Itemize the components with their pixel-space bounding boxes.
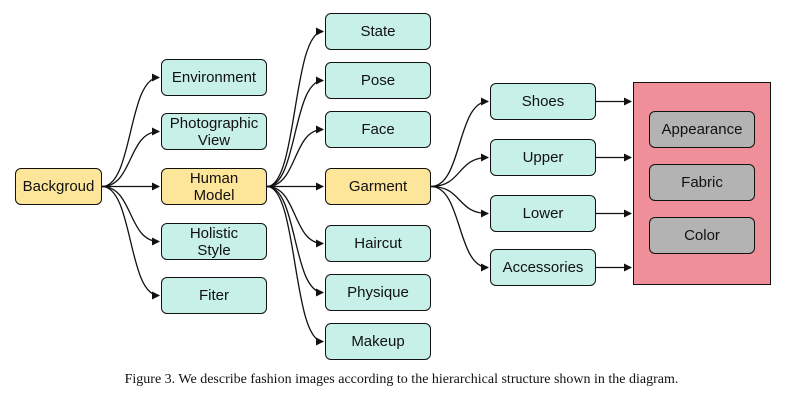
node-color: Color: [649, 217, 755, 254]
node-pose: Pose: [325, 62, 431, 99]
edge-garment-to-accessories: [430, 185, 489, 272]
node-filter: Fiter: [161, 277, 267, 314]
node-haircut: Haircut: [325, 225, 431, 262]
edge-background-to-photographic_view: [101, 127, 160, 188]
node-lower: Lower: [490, 195, 596, 232]
node-environment: Environment: [161, 59, 267, 96]
node-holistic-style: Holistic Style: [161, 223, 267, 260]
edge-human_model-to-haircut: [266, 185, 324, 248]
edge-human_model-to-pose: [266, 76, 324, 188]
node-face: Face: [325, 111, 431, 148]
node-accessories: Accessories: [490, 249, 596, 286]
edge-human_model-to-face: [266, 125, 324, 188]
node-photographic-view: Photographic View: [161, 113, 267, 150]
edge-background-to-holistic_style: [101, 185, 160, 246]
node-state: State: [325, 13, 431, 50]
node-shoes: Shoes: [490, 83, 596, 120]
edge-garment-to-upper: [430, 153, 489, 188]
node-upper: Upper: [490, 139, 596, 176]
edge-garment-to-lower: [430, 185, 489, 218]
node-makeup: Makeup: [325, 323, 431, 360]
edge-garment-to-shoes: [430, 97, 489, 188]
edge-background-to-filter: [101, 185, 160, 300]
node-fabric: Fabric: [649, 164, 755, 201]
edge-background-to-environment: [101, 73, 160, 188]
edge-human_model-to-state: [266, 27, 324, 188]
edge-human_model-to-physique: [266, 185, 324, 297]
node-human-model: Human Model: [161, 168, 267, 205]
figure-caption: Figure 3. We describe fashion images acc…: [124, 372, 679, 387]
node-physique: Physique: [325, 274, 431, 311]
node-garment: Garment: [325, 168, 431, 205]
edge-human_model-to-makeup: [266, 185, 324, 346]
node-appearance: Appearance: [649, 111, 755, 148]
node-background: Backgroud: [15, 168, 102, 205]
